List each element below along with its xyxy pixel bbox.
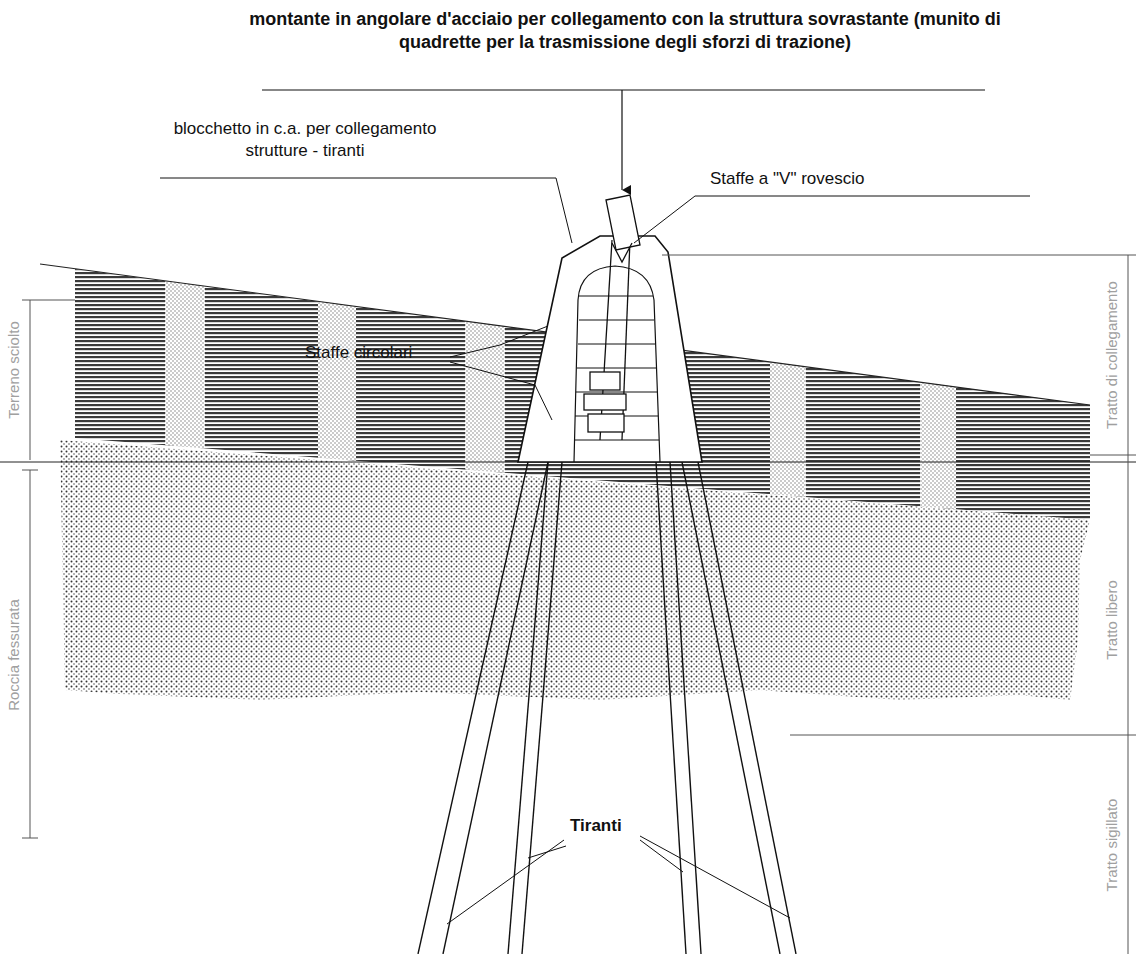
section-label: Tratto di collegamento [1102, 281, 1122, 429]
steel-upright [584, 195, 640, 440]
stirrup-label: Staffe a "V" rovescio [710, 168, 864, 190]
tie-rods [418, 462, 796, 954]
leader-lines [160, 178, 1030, 924]
section-label: Tratto libero [1102, 580, 1122, 659]
tie-label: Tiranti [570, 815, 622, 837]
layer-label: Roccia fessurata [4, 599, 24, 711]
concrete-block [518, 236, 702, 462]
block-label: blocchetto in c.a. per collegamento stru… [160, 118, 450, 162]
inner-cage [574, 266, 660, 462]
layer-label: Terreno sciolto [4, 321, 24, 419]
dimension-lines [22, 255, 1136, 954]
title-note: montante in angolare d'acciaio per colle… [225, 8, 1025, 55]
stirrup-label: Staffe circolari [305, 342, 412, 364]
circular-stirrups [575, 296, 659, 440]
section-label: Tratto sigillato [1102, 799, 1122, 892]
pointer-arrow [621, 90, 622, 190]
